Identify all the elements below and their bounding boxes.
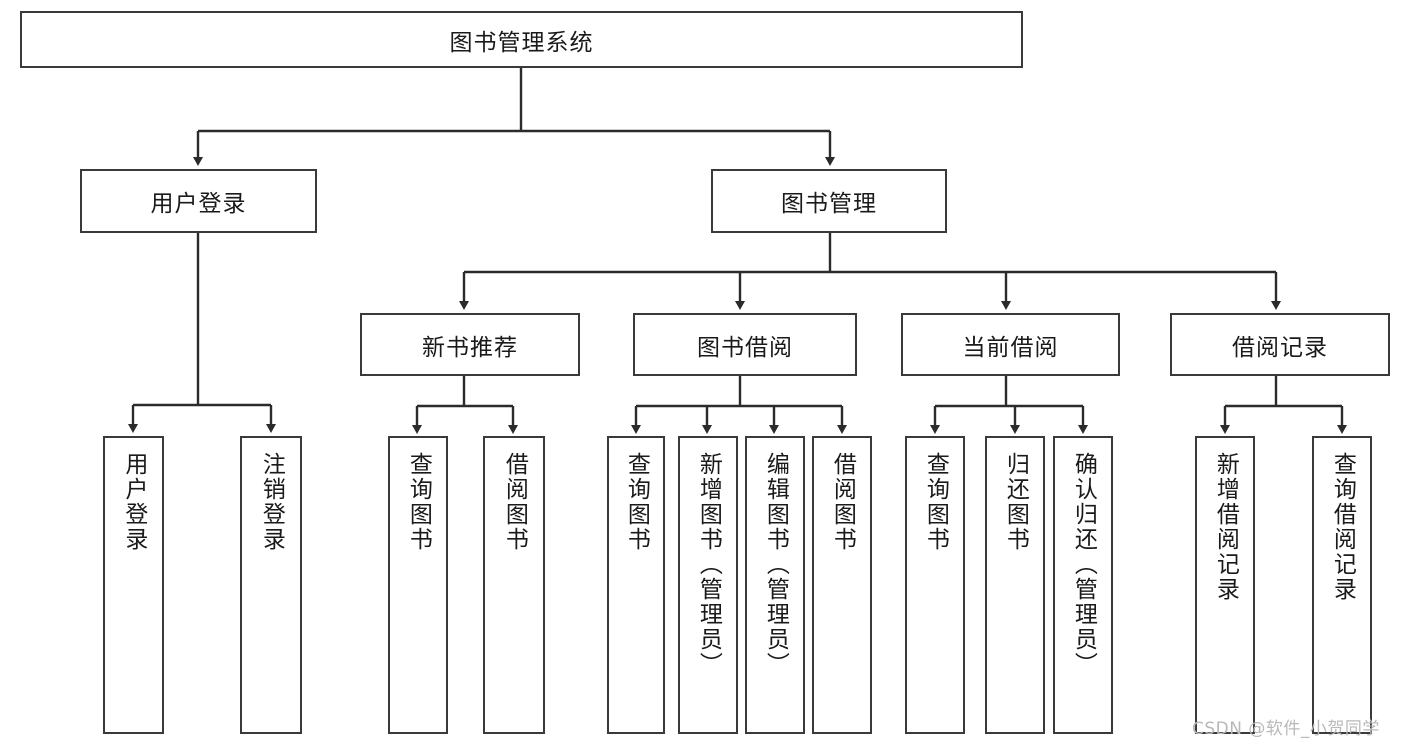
leaf-book-borrow-query[interactable]: 查询图书 bbox=[607, 436, 665, 734]
node-label: 图书借阅 bbox=[697, 334, 793, 361]
node-label: 确认归还（管理员） bbox=[1070, 452, 1097, 677]
node-label: 归还图书 bbox=[1002, 452, 1029, 552]
leaf-borrow-records-query[interactable]: 查询借阅记录 bbox=[1312, 436, 1372, 734]
watermark: CSDN @软件_小贺同学 bbox=[1192, 719, 1380, 739]
leaf-user-login-logout[interactable]: 注销登录 bbox=[240, 436, 302, 734]
node-label: 图书管理 bbox=[781, 191, 877, 217]
node-label: 新书推荐 bbox=[422, 334, 518, 361]
leaf-current-borrow-return[interactable]: 归还图书 bbox=[985, 436, 1045, 734]
leaf-current-borrow-confirm-return-admin[interactable]: 确认归还（管理员） bbox=[1053, 436, 1113, 734]
node-label: 新增借阅记录 bbox=[1212, 452, 1239, 602]
leaf-user-login-login[interactable]: 用户登录 bbox=[103, 436, 164, 734]
node-label: 查询借阅记录 bbox=[1329, 452, 1356, 602]
node-label: 图书管理系统 bbox=[449, 29, 594, 56]
node-book-management[interactable]: 图书管理 bbox=[711, 169, 947, 233]
node-label: 借阅图书 bbox=[829, 452, 856, 552]
node-label: 当前借阅 bbox=[962, 334, 1059, 361]
node-user-login[interactable]: 用户登录 bbox=[80, 169, 317, 233]
leaf-book-borrow-borrow[interactable]: 借阅图书 bbox=[812, 436, 872, 734]
node-label: 借阅记录 bbox=[1232, 334, 1328, 361]
leaf-new-book-query[interactable]: 查询图书 bbox=[388, 436, 448, 734]
node-label: 借阅图书 bbox=[501, 452, 528, 552]
node-current-borrow[interactable]: 当前借阅 bbox=[901, 313, 1120, 376]
leaf-borrow-records-add[interactable]: 新增借阅记录 bbox=[1195, 436, 1255, 734]
node-label: 查询图书 bbox=[405, 452, 432, 552]
node-label: 编辑图书（管理员） bbox=[762, 452, 789, 677]
node-book-borrow[interactable]: 图书借阅 bbox=[633, 313, 857, 376]
node-label: 查询图书 bbox=[623, 452, 650, 552]
leaf-book-borrow-edit-admin[interactable]: 编辑图书（管理员） bbox=[745, 436, 805, 734]
leaf-book-borrow-add-admin[interactable]: 新增图书（管理员） bbox=[678, 436, 738, 734]
node-label: 注销登录 bbox=[258, 452, 285, 552]
node-new-book-recommend[interactable]: 新书推荐 bbox=[360, 313, 580, 376]
node-label: 查询图书 bbox=[922, 452, 949, 552]
node-label: 用户登录 bbox=[150, 191, 247, 217]
leaf-new-book-borrow[interactable]: 借阅图书 bbox=[483, 436, 545, 734]
node-label: 用户登录 bbox=[120, 452, 147, 552]
leaf-current-borrow-query[interactable]: 查询图书 bbox=[905, 436, 965, 734]
node-root-book-management-system[interactable]: 图书管理系统 bbox=[20, 11, 1023, 68]
node-borrow-records[interactable]: 借阅记录 bbox=[1170, 313, 1390, 376]
node-label: 新增图书（管理员） bbox=[695, 452, 722, 677]
